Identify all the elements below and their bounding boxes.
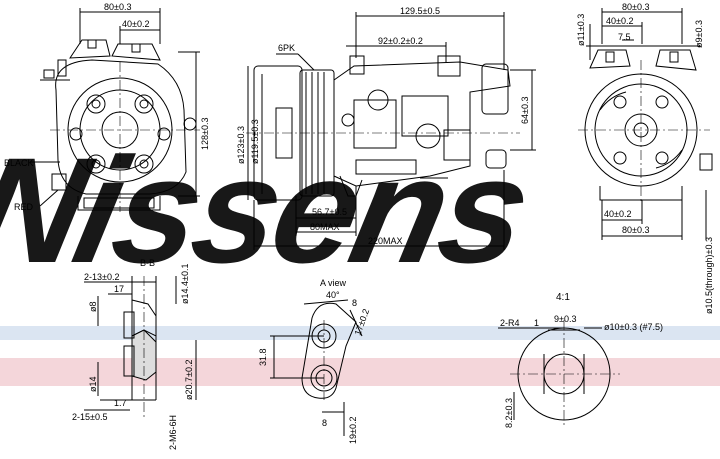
rear-dim-bottom-half: 40±0.2	[604, 209, 631, 219]
side-label-belt: 6PK	[278, 43, 295, 53]
section-bb-dim-m6: 2-M6-6H	[168, 415, 178, 450]
rear-dim-hole-9: ø9±0.3	[694, 20, 704, 48]
section-bb-dim-213: 2-13±0.2	[84, 272, 119, 282]
front-dim-width: 80±0.3	[104, 2, 131, 12]
front-label-black: BLACK	[4, 158, 34, 168]
section-bb-title: B-B	[140, 258, 155, 268]
detail-dim-d10: ø10±0.3 (#7.5)	[604, 322, 663, 332]
section-bb-dim-d207: ø20.7±0.2	[184, 360, 194, 400]
side-view	[246, 12, 536, 250]
section-bb-dim-17: 17	[114, 284, 124, 294]
side-dim-pulley-outer: ø123±0.3	[236, 126, 246, 164]
a-view-dim-angle: 40°	[326, 290, 340, 300]
side-dim-offset: 92±0.2±0.2	[378, 36, 423, 46]
a-view-dim-8: 8	[352, 298, 357, 308]
a-view-title: A view	[320, 278, 347, 288]
detail-dim-9: 9±0.3	[554, 314, 576, 324]
watermark-text: Nissens	[0, 128, 540, 295]
side-dim-pulley-offset: 56.7±0.5	[312, 207, 347, 217]
section-bb-dim-17b: 1.7	[114, 398, 127, 408]
detail-title: 4:1	[556, 292, 570, 303]
front-view	[30, 8, 200, 212]
detail-dim-82: 8.2±0.3	[504, 398, 514, 428]
rear-dim-small: 7.5	[618, 32, 631, 42]
side-dim-220max: 220MAX	[368, 236, 403, 246]
a-view-dim-8b: 8	[322, 418, 327, 428]
a-view	[270, 299, 363, 436]
watermark-band-blue	[0, 326, 720, 340]
watermark-band-pink	[0, 358, 720, 386]
front-label-red: RED	[14, 202, 34, 212]
section-bb-dim-d8: ø8	[88, 301, 98, 312]
rear-dim-bottom-width: 80±0.3	[622, 225, 649, 235]
side-dim-length: 129.5±0.5	[400, 6, 440, 16]
detail-dim-1: 1	[534, 318, 539, 328]
front-dim-height: 128±0.3	[200, 118, 210, 150]
detail-view	[498, 320, 620, 428]
side-dim-pulley-inner: ø119.5±0.3	[250, 119, 260, 164]
section-bb-dim-215: 2-15±0.5	[72, 412, 107, 422]
side-dim-80max: 80MAX	[310, 222, 340, 232]
detail-dim-r4: 2-R4	[500, 318, 520, 328]
section-bb-dim-d144: ø14.4±0.1	[180, 264, 190, 304]
rear-dim-through-hole: ø10.5(through)±0.3	[704, 237, 714, 314]
section-bb-view	[84, 276, 197, 420]
front-dim-half: 40±0.2	[122, 19, 149, 29]
rear-view	[578, 8, 713, 240]
rear-dim-width: 80±0.3	[622, 2, 649, 12]
rear-dim-hole-11: ø11±0.3	[576, 14, 586, 46]
side-dim-height: 64±0.3	[520, 97, 530, 124]
section-bb-dim-d14: ø14	[88, 376, 98, 392]
rear-dim-half: 40±0.2	[606, 16, 633, 26]
a-view-dim-318: 31.8	[258, 348, 268, 366]
a-view-dim-19: 19±0.2	[348, 417, 358, 444]
